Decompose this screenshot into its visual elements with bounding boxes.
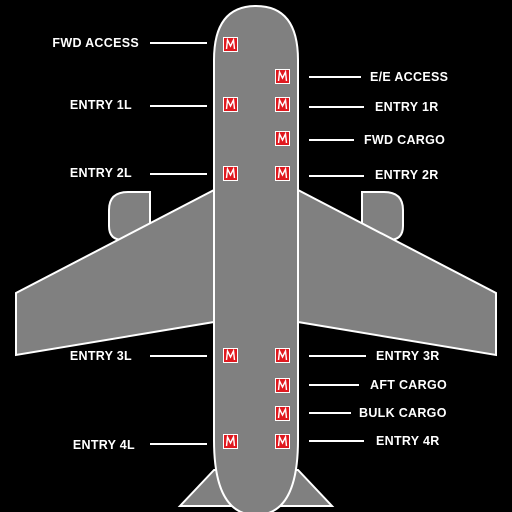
ee-access-leader-line [309,76,361,78]
entry-4l-label: ENTRY 4L [72,438,135,452]
fwd-access-leader-line [150,42,207,44]
m-icon [277,435,288,447]
ee-access-door-button[interactable] [275,69,290,84]
ee-access-label: E/E ACCESS [370,70,449,84]
fwd-cargo-door-button[interactable] [275,131,290,146]
bulk-cargo-label: BULK CARGO [359,406,447,420]
entry-2l-door-button[interactable] [223,166,238,181]
m-icon [225,98,236,110]
entry-4l-door-button[interactable] [223,434,238,449]
m-icon [277,379,288,391]
entry-3l-label: ENTRY 3L [69,349,132,363]
bulk-cargo-leader-line [309,412,351,414]
entry-3r-leader-line [309,355,366,357]
entry-1r-leader-line [309,106,364,108]
entry-4l-leader-line [150,443,207,445]
fwd-cargo-leader-line [309,139,354,141]
entry-3r-door-button[interactable] [275,348,290,363]
fwd-access-door-button[interactable] [223,37,238,52]
entry-1l-leader-line [150,105,207,107]
entry-2r-leader-line [309,175,364,177]
entry-2l-label: ENTRY 2L [69,166,132,180]
m-icon [277,98,288,110]
entry-3r-label: ENTRY 3R [376,349,440,363]
entry-4r-label: ENTRY 4R [376,434,440,448]
entry-1l-door-button[interactable] [223,97,238,112]
entry-2r-door-button[interactable] [275,166,290,181]
entry-3l-door-button[interactable] [223,348,238,363]
entry-1r-door-button[interactable] [275,97,290,112]
bulk-cargo-door-button[interactable] [275,406,290,421]
m-icon [225,38,236,50]
m-icon [277,70,288,82]
m-icon [277,167,288,179]
m-icon [277,132,288,144]
m-icon [225,435,236,447]
entry-2r-label: ENTRY 2R [375,168,439,182]
m-icon [225,349,236,361]
aft-cargo-door-button[interactable] [275,378,290,393]
m-icon [225,167,236,179]
entry-3l-leader-line [150,355,207,357]
entry-1r-label: ENTRY 1R [375,100,439,114]
aft-cargo-leader-line [309,384,359,386]
fwd-access-label: FWD ACCESS [52,36,139,50]
aft-cargo-label: AFT CARGO [370,378,447,392]
m-icon [277,407,288,419]
entry-2l-leader-line [150,173,207,175]
entry-1l-label: ENTRY 1L [69,98,132,112]
entry-4r-door-button[interactable] [275,434,290,449]
fwd-cargo-label: FWD CARGO [364,133,446,147]
entry-4r-leader-line [309,440,364,442]
m-icon [277,349,288,361]
